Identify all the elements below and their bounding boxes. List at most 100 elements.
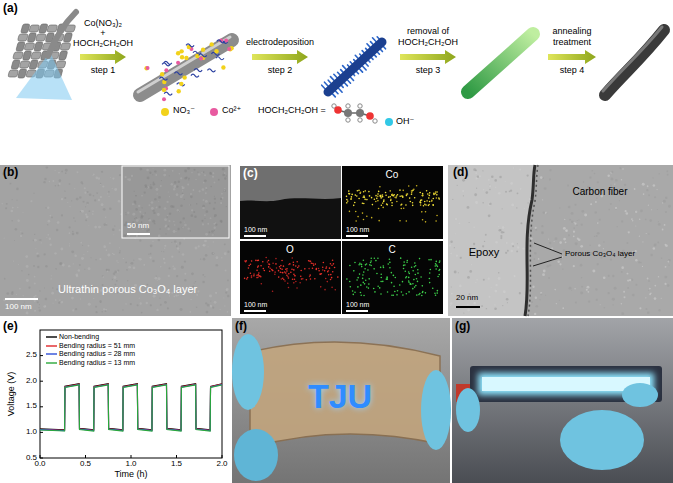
sem-image bbox=[197, 290, 199, 292]
sem-image bbox=[123, 234, 126, 237]
sem-image bbox=[202, 223, 204, 225]
tem-image bbox=[459, 285, 462, 288]
fiber-in-electrolyte bbox=[176, 61, 180, 65]
sem-image bbox=[132, 213, 135, 216]
element-map bbox=[261, 283, 263, 285]
element-map bbox=[378, 208, 380, 210]
element-map bbox=[257, 277, 259, 279]
element-map bbox=[346, 235, 368, 237]
sem-image bbox=[72, 233, 75, 236]
tem-image bbox=[661, 298, 662, 299]
tem-image bbox=[621, 312, 624, 315]
cleaned-fiber bbox=[468, 34, 533, 92]
sem-image bbox=[20, 231, 21, 232]
element-map bbox=[310, 278, 312, 280]
sem-image bbox=[191, 214, 194, 217]
element-map bbox=[359, 273, 361, 275]
tem-image bbox=[554, 241, 555, 242]
element-map bbox=[371, 217, 373, 219]
tem-image bbox=[559, 263, 561, 265]
element-map bbox=[267, 261, 269, 263]
sem-image bbox=[102, 185, 104, 187]
sem-image bbox=[146, 302, 148, 304]
sem-image bbox=[161, 251, 162, 252]
element-map bbox=[325, 267, 327, 269]
sem-image bbox=[184, 199, 185, 200]
device-photo bbox=[250, 342, 440, 448]
fiber-in-electrolyte bbox=[209, 42, 213, 46]
sem-image bbox=[59, 299, 61, 301]
element-map bbox=[438, 198, 440, 200]
fiber-in-electrolyte bbox=[159, 77, 167, 80]
sem-image bbox=[204, 276, 205, 277]
sem-image bbox=[52, 180, 54, 182]
tem-image bbox=[621, 271, 623, 273]
tem-image bbox=[467, 276, 470, 279]
tem-image bbox=[565, 229, 568, 232]
sem-image bbox=[211, 252, 214, 255]
sem-image bbox=[71, 297, 74, 300]
sem-image bbox=[176, 243, 177, 244]
sem-image bbox=[127, 280, 128, 281]
element-map bbox=[334, 267, 336, 269]
tem-image bbox=[657, 209, 658, 210]
tem-image bbox=[559, 241, 562, 244]
sem-image bbox=[163, 251, 164, 252]
sem-image bbox=[69, 183, 71, 185]
sem-image bbox=[174, 240, 176, 242]
element-map bbox=[408, 271, 410, 273]
element-map bbox=[435, 261, 437, 263]
sem-image bbox=[60, 301, 63, 304]
sem-image bbox=[156, 275, 157, 276]
hydroxide-coated-fiber bbox=[322, 37, 386, 97]
element-map bbox=[415, 265, 417, 267]
sem-image bbox=[225, 291, 227, 293]
element-map bbox=[331, 287, 333, 289]
sem-image bbox=[61, 198, 63, 200]
sem-image bbox=[221, 197, 223, 199]
sem-image bbox=[10, 183, 12, 185]
sem-image bbox=[84, 187, 86, 189]
element-map bbox=[378, 220, 380, 222]
tem-image bbox=[505, 191, 507, 193]
legend-line bbox=[46, 353, 57, 354]
element-map bbox=[284, 280, 286, 282]
sem-image bbox=[112, 279, 113, 280]
element-map bbox=[399, 189, 401, 191]
process-label: annealing bbox=[552, 27, 591, 37]
element-map bbox=[245, 260, 247, 262]
tem-image bbox=[571, 220, 573, 222]
fiber-in-electrolyte bbox=[164, 68, 168, 72]
fiber-in-electrolyte bbox=[160, 72, 164, 76]
fiber-in-electrolyte bbox=[191, 74, 199, 77]
element-map bbox=[318, 270, 320, 272]
tem-image bbox=[610, 258, 612, 260]
sem-image bbox=[194, 247, 197, 250]
element-map bbox=[333, 263, 335, 265]
sem-image bbox=[33, 193, 34, 194]
element-map bbox=[379, 196, 381, 198]
sem-image bbox=[39, 290, 41, 292]
element-map bbox=[244, 185, 441, 296]
tem-image bbox=[483, 279, 485, 281]
sem-image bbox=[88, 267, 91, 270]
element-map bbox=[389, 258, 391, 260]
fiber-in-electrolyte bbox=[177, 89, 181, 93]
element-map bbox=[296, 287, 298, 289]
element-map bbox=[373, 288, 375, 290]
element-map bbox=[369, 264, 371, 266]
element-map bbox=[278, 276, 280, 278]
sem-image bbox=[43, 181, 45, 183]
element-map bbox=[414, 197, 416, 199]
tem-image bbox=[563, 227, 566, 230]
sem-image bbox=[61, 214, 63, 216]
element-map bbox=[360, 192, 362, 194]
element-map bbox=[319, 273, 321, 275]
sem-image bbox=[76, 232, 79, 235]
element-map bbox=[391, 202, 393, 204]
carbon-cloth bbox=[34, 42, 43, 51]
process-label: treatment bbox=[553, 38, 591, 48]
element-map bbox=[380, 267, 382, 269]
sem-image bbox=[116, 280, 118, 282]
tem-image bbox=[658, 223, 661, 226]
